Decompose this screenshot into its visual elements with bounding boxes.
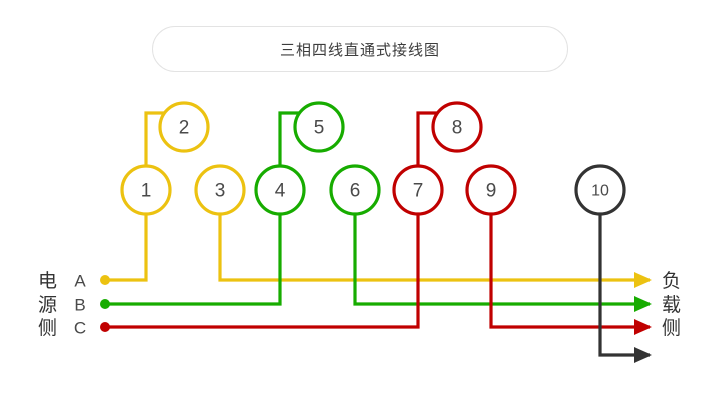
terminal-10[interactable]: 10 <box>574 164 626 216</box>
terminal-5[interactable]: 5 <box>293 101 345 153</box>
terminal-1-circle[interactable] <box>120 164 172 216</box>
neutral-wire-group <box>598 214 652 363</box>
load-side-char-3: 侧 <box>662 317 681 339</box>
terminal-9[interactable]: 9 <box>465 164 517 216</box>
source-side-char-1: 电 <box>38 270 57 292</box>
terminal-7[interactable]: 7 <box>392 164 444 216</box>
terminal-6-label: 6 <box>350 181 361 202</box>
terminal-9-label: 9 <box>486 181 497 202</box>
load-arrow-a <box>634 272 652 288</box>
terminal-2-circle[interactable] <box>158 101 210 153</box>
terminal-5-label: 5 <box>314 118 325 139</box>
source-side-labels: 电 源 侧 A B C <box>38 270 86 339</box>
diagram-title-pill: 三相四线直通式接线图 <box>152 26 568 72</box>
terminals-group: 1 2 3 4 5 6 7 <box>120 101 626 216</box>
terminal-8-label: 8 <box>452 118 463 139</box>
terminal-2-label: 2 <box>179 118 190 139</box>
terminal-3-circle[interactable] <box>194 164 246 216</box>
wire-terminal-10-to-load-neutral <box>598 214 650 357</box>
terminal-3-label: 3 <box>215 181 226 202</box>
page-title: 三相四线直通式接线图 <box>279 41 440 59</box>
terminal-4-circle[interactable] <box>254 164 306 216</box>
phase-c-wire-group <box>100 111 652 335</box>
terminal-7-label: 7 <box>413 181 424 202</box>
load-side-char-2: 载 <box>662 294 681 316</box>
load-side-labels: 负 载 侧 <box>662 270 681 339</box>
wire-source-c-to-terminal-7 <box>105 214 420 329</box>
terminal-7-circle[interactable] <box>392 164 444 216</box>
source-side-char-2: 源 <box>38 294 57 316</box>
wire-source-a-to-terminal-1 <box>105 214 148 282</box>
terminal-6[interactable]: 6 <box>329 164 381 216</box>
load-arrow-b <box>634 296 652 312</box>
terminal-6-circle[interactable] <box>329 164 381 216</box>
terminal-1-label: 1 <box>141 181 152 202</box>
terminal-10-label: 10 <box>591 183 609 200</box>
terminal-2[interactable]: 2 <box>158 101 210 153</box>
terminal-3[interactable]: 3 <box>194 164 246 216</box>
terminal-1[interactable]: 1 <box>120 164 172 216</box>
phase-label-c: C <box>74 319 86 338</box>
terminal-8[interactable]: 8 <box>431 101 483 153</box>
phase-label-a: A <box>74 272 86 291</box>
terminal-4-label: 4 <box>275 181 286 202</box>
load-arrow-neutral <box>634 347 652 363</box>
terminal-5-circle[interactable] <box>293 101 345 153</box>
terminal-10-circle[interactable] <box>574 164 626 216</box>
wire-terminal-9-to-load-c <box>489 166 650 329</box>
terminal-4[interactable]: 4 <box>254 164 306 216</box>
phase-label-b: B <box>74 296 85 315</box>
terminal-9-circle[interactable] <box>465 164 517 216</box>
wire-source-b-to-terminal-4 <box>105 214 282 306</box>
load-arrow-c <box>634 319 652 335</box>
terminal-8-circle[interactable] <box>431 101 483 153</box>
source-side-char-3: 侧 <box>38 317 57 339</box>
load-side-char-1: 负 <box>662 270 681 292</box>
